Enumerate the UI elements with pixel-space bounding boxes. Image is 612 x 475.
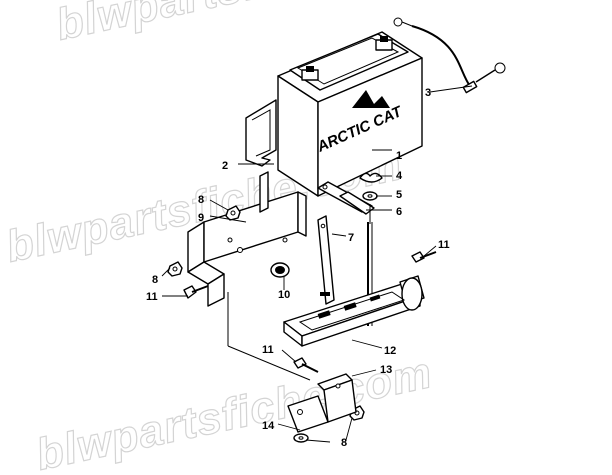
battery-tray[interactable] xyxy=(283,275,425,347)
callout-11-lower: 11 xyxy=(262,344,274,356)
callout-8-lower: 8 xyxy=(341,437,347,449)
callout-11-left: 11 xyxy=(146,291,158,303)
battery-bracket[interactable] xyxy=(187,171,307,307)
rubber-grommet[interactable] xyxy=(270,262,290,278)
callout-8-upper: 8 xyxy=(198,194,204,206)
callout-2: 2 xyxy=(222,160,228,172)
leader-lines xyxy=(161,85,473,443)
lower-mount-bracket[interactable] xyxy=(287,373,357,433)
callout-5: 5 xyxy=(396,189,402,201)
callout-4: 4 xyxy=(396,170,403,182)
washer[interactable] xyxy=(362,191,378,201)
battery-terminal-negative xyxy=(301,66,319,81)
callout-3: 3 xyxy=(425,87,431,99)
battery-shield[interactable] xyxy=(245,99,277,167)
callout-1: 1 xyxy=(396,150,402,162)
callout-labels: 1 2 3 4 5 6 7 8 9 8 10 11 11 12 11 13 14… xyxy=(146,87,450,449)
callout-7: 7 xyxy=(348,232,354,244)
callout-10: 10 xyxy=(278,289,290,301)
callout-11-right: 11 xyxy=(438,239,450,251)
callout-14: 14 xyxy=(262,420,275,432)
callout-8-left: 8 xyxy=(152,274,158,286)
battery-cable[interactable] xyxy=(393,17,506,94)
support-strap[interactable] xyxy=(317,215,335,305)
battery[interactable]: ARCTIC CAT xyxy=(277,31,423,197)
nut-upper[interactable] xyxy=(225,205,241,221)
bolt-left[interactable] xyxy=(183,285,209,299)
callout-12: 12 xyxy=(384,345,396,357)
bolt-right[interactable] xyxy=(411,251,437,263)
hold-down-strap[interactable] xyxy=(317,181,375,215)
callout-9: 9 xyxy=(198,212,204,224)
callout-6: 6 xyxy=(396,206,402,218)
bolt-lower[interactable] xyxy=(293,357,319,373)
washer-lower[interactable] xyxy=(293,433,309,443)
battery-terminal-positive xyxy=(375,36,393,51)
watermark-bottom: blwpartsfiche.com xyxy=(32,348,437,475)
nut-left[interactable] xyxy=(167,261,183,277)
alignment-lines xyxy=(227,204,371,381)
callout-13: 13 xyxy=(380,364,392,376)
